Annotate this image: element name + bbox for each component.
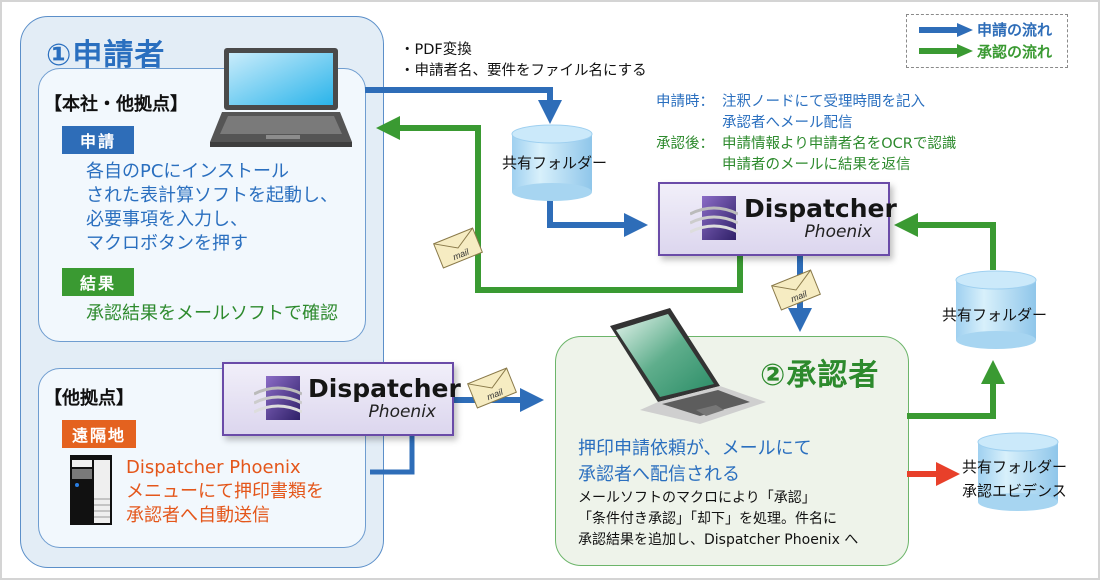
shared-folder-1-icon (511, 124, 593, 201)
dispatcher-branch: Dispatcher Phoenix (222, 362, 461, 436)
shared-folder-2-icon (955, 270, 1037, 349)
legend-approve-arrow-icon (919, 44, 973, 58)
apply-tag: 申請 (62, 126, 135, 154)
dispatcher-main: Dispatcher Phoenix (658, 182, 897, 256)
dispatcher-name: Dispatcher (744, 194, 897, 223)
dispatcher-sub: Phoenix (804, 222, 872, 242)
dispatcher-name: Dispatcher (308, 374, 461, 403)
mail-envelope-1: mail (432, 227, 483, 269)
apply-flow-to-dispatcher (547, 200, 648, 237)
printer-mfp-icon (70, 455, 112, 525)
approver-title: ②承認者 (760, 358, 880, 393)
after-approval-label: 承認後： (656, 136, 714, 152)
branch-mfp-connector (370, 432, 415, 475)
legend-apply-label: 申請の流れ (977, 21, 1053, 39)
head-office-label: 【本社・他拠点】 (44, 94, 188, 115)
approver-panel (555, 336, 909, 566)
applicant-title: ①申請者 (46, 38, 166, 73)
on-apply-label: 申請時： (656, 94, 714, 110)
on-apply-text: 注釈ノードにて受理時間を記入 承認者へメール配信 (722, 94, 925, 131)
approver-laptop-icon (610, 308, 766, 424)
evidence-folder-label-2: 承認エビデンス (962, 482, 1067, 500)
approver-detail: メールソフトのマクロにより「承認」 「条件付き承認」「却下」を処理。件名に 承認… (578, 490, 859, 548)
shared-folder-2-label: 共有フォルダー (942, 306, 1048, 324)
legend-apply-arrow-icon (919, 23, 973, 37)
mail-envelope-icon: mail (467, 367, 517, 409)
remote-tag: 遠隔地 (62, 420, 137, 448)
pdf-conversion-note: ・PDF変換 ・申請者名、要件をファイル名にする (400, 42, 647, 79)
evidence-folder-icon (977, 432, 1059, 511)
mail-envelope-2: mail (770, 269, 821, 311)
result-tag: 結果 (62, 268, 135, 296)
apply-flow-to-folder (365, 87, 562, 124)
after-approval-text: 申請情報より申請者名をOCRで認識 申請者のメールに結果を返信 (722, 136, 957, 173)
branch-label: 【他拠点】 (44, 388, 134, 409)
mail-envelope-icon: mail (771, 269, 821, 311)
remote-text: Dispatcher Phoenix メニューにて押印書類を 承認者へ自動送信 (126, 457, 324, 526)
apply-text: 各自のPCにインストール された表計算ソフトを起動し、 必要事項を入力し、 マク… (86, 161, 338, 254)
legend-approve-label: 承認の流れ (977, 43, 1053, 61)
approver-headline: 押印申請依頼が、メールにて 承認者へ配信される (578, 438, 812, 485)
applicant-laptop-icon (210, 48, 352, 147)
result-text: 承認結果をメールソフトで確認 (86, 303, 338, 324)
dispatcher-sub: Phoenix (368, 402, 436, 422)
shared-folder-1-label: 共有フォルダー (502, 154, 608, 172)
mail-envelope-icon: mail (433, 227, 483, 269)
approve-flow-to-dispatcher (894, 213, 996, 270)
legend: 申請の流れ 承認の流れ (906, 14, 1068, 68)
evidence-folder-label-1: 共有フォルダー (962, 458, 1068, 476)
mail-envelope-3: mail (466, 367, 517, 409)
dispatcher-logo-icon (254, 376, 302, 420)
approve-flow-to-applicant (376, 116, 743, 293)
approve-flow-to-folder (907, 360, 1005, 419)
dispatcher-logo-icon (690, 196, 738, 240)
